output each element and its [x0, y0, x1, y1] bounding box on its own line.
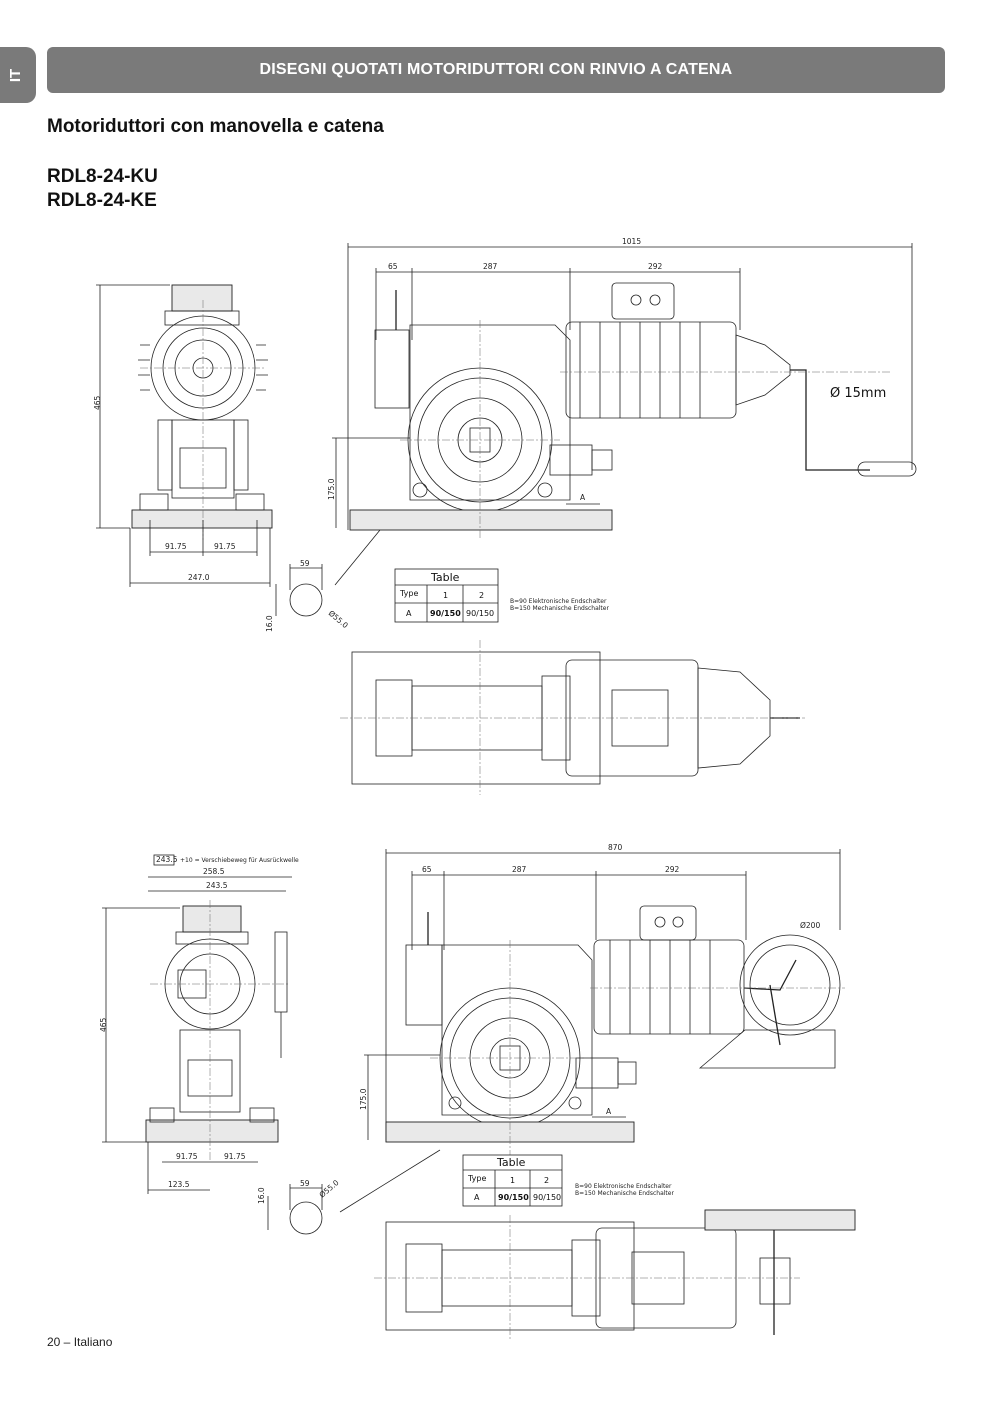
dim-175: 175.0	[327, 478, 336, 500]
dim-a-marker: A	[580, 493, 586, 502]
dim-16: 16.0	[265, 615, 274, 632]
dim-91-75-left-ke: 91.75	[176, 1152, 198, 1161]
table-1-v1: 90/150	[430, 609, 461, 618]
table-2-type-header: Type	[467, 1174, 486, 1183]
dim-65: 65	[388, 262, 398, 271]
dim-dia200: Ø200	[800, 921, 820, 930]
side-view-ke: 870 65 287 292	[339, 843, 845, 1213]
page-footer: 20 – Italiano	[47, 1335, 113, 1349]
dim-243-5-box: 243.5	[156, 855, 178, 864]
page-subtitle: Motoriduttori con manovella e catena	[47, 116, 384, 137]
top-view-ke	[374, 1209, 856, 1340]
table-2-v2: 90/150	[533, 1193, 561, 1202]
drawing-ku: 465 91.75 91.75 247.0 1015 65 287	[93, 237, 917, 795]
shaft-detail-ke: 59 16.0 Ø55.0	[257, 1178, 341, 1235]
dim-91-75-left: 91.75	[165, 542, 187, 551]
table-1-col1: 1	[443, 591, 448, 600]
table-1-title: Table	[430, 571, 460, 584]
dim-a-marker-ke: A	[606, 1107, 612, 1116]
dim-175-ke: 175.0	[359, 1088, 368, 1110]
dim-292: 292	[648, 262, 663, 271]
table-1-type-header: Type	[399, 589, 418, 598]
dim-870: 870	[608, 843, 623, 852]
type-table-2: Table Type 1 2 A 90/150 90/150 B=90 Elek…	[462, 1154, 674, 1207]
dim-59-ke: 59	[300, 1179, 310, 1188]
model-name-ku: RDL8-24-KU	[47, 166, 158, 187]
dim-dia55-ke: Ø55.0	[318, 1178, 341, 1200]
dim-height-465-ke: 465	[99, 1017, 108, 1032]
table-2-col2: 2	[544, 1176, 549, 1185]
table-2-note-2: B=150 Mechanische Endschalter	[575, 1190, 674, 1197]
crank-diameter-label: Ø 15mm	[830, 386, 886, 401]
table-2-col1: 1	[510, 1176, 515, 1185]
table-1-row-a: A	[406, 609, 412, 618]
dim-243-5: 243.5	[206, 881, 228, 890]
table-2-row-a: A	[474, 1193, 480, 1202]
dim-height-465: 465	[93, 395, 102, 410]
table-2-note-1: B=90 Elektronische Endschalter	[575, 1183, 672, 1190]
table-1-note-1: B=90 Elektronische Endschalter	[510, 598, 607, 605]
type-table-1: Table Type 1 2 A 90/150 90/150 B=90 Elek…	[394, 568, 609, 623]
section-header: DISEGNI QUOTATI MOTORIDUTTORI CON RINVIO…	[47, 47, 945, 93]
model-name-ke: RDL8-24-KE	[47, 190, 157, 211]
dim-258-5: 258.5	[203, 867, 225, 876]
table-1-v2: 90/150	[466, 609, 494, 618]
language-tab[interactable]: IT	[0, 47, 36, 103]
dim-1015: 1015	[622, 237, 641, 246]
shaft-detail-ku: 59 16.0 Ø55.0	[265, 559, 350, 632]
table-2-title: Table	[496, 1156, 526, 1169]
dim-123-5: 123.5	[168, 1180, 190, 1189]
dim-dia55: Ø55.0	[327, 609, 350, 631]
dim-59: 59	[300, 559, 310, 568]
dim-292-ke: 292	[665, 865, 680, 874]
dim-91-75-right: 91.75	[214, 542, 236, 551]
table-1-col2: 2	[479, 591, 484, 600]
front-view-ku: 465 91.75 91.75 247.0	[93, 284, 273, 587]
dim-287-ke: 287	[512, 865, 527, 874]
drawing-ke: 243.5 +10 = Verschiebeweg für Ausrückwel…	[99, 843, 856, 1340]
table-2-v1: 90/150	[498, 1193, 529, 1202]
dim-287: 287	[483, 262, 498, 271]
dim-91-75-right-ke: 91.75	[224, 1152, 246, 1161]
dim-65-ke: 65	[422, 865, 432, 874]
dim-16-ke: 16.0	[257, 1187, 266, 1204]
side-view-ku: 1015 65 287 292	[327, 237, 917, 586]
table-1-note-2: B=150 Mechanische Endschalter	[510, 605, 609, 612]
top-view-ku	[340, 640, 805, 795]
dim-247: 247.0	[188, 573, 210, 582]
dim-plus10-note: +10 = Verschiebeweg für Ausrückwelle	[180, 857, 299, 864]
front-view-ke: 243.5 +10 = Verschiebeweg für Ausrückwel…	[99, 854, 299, 1194]
